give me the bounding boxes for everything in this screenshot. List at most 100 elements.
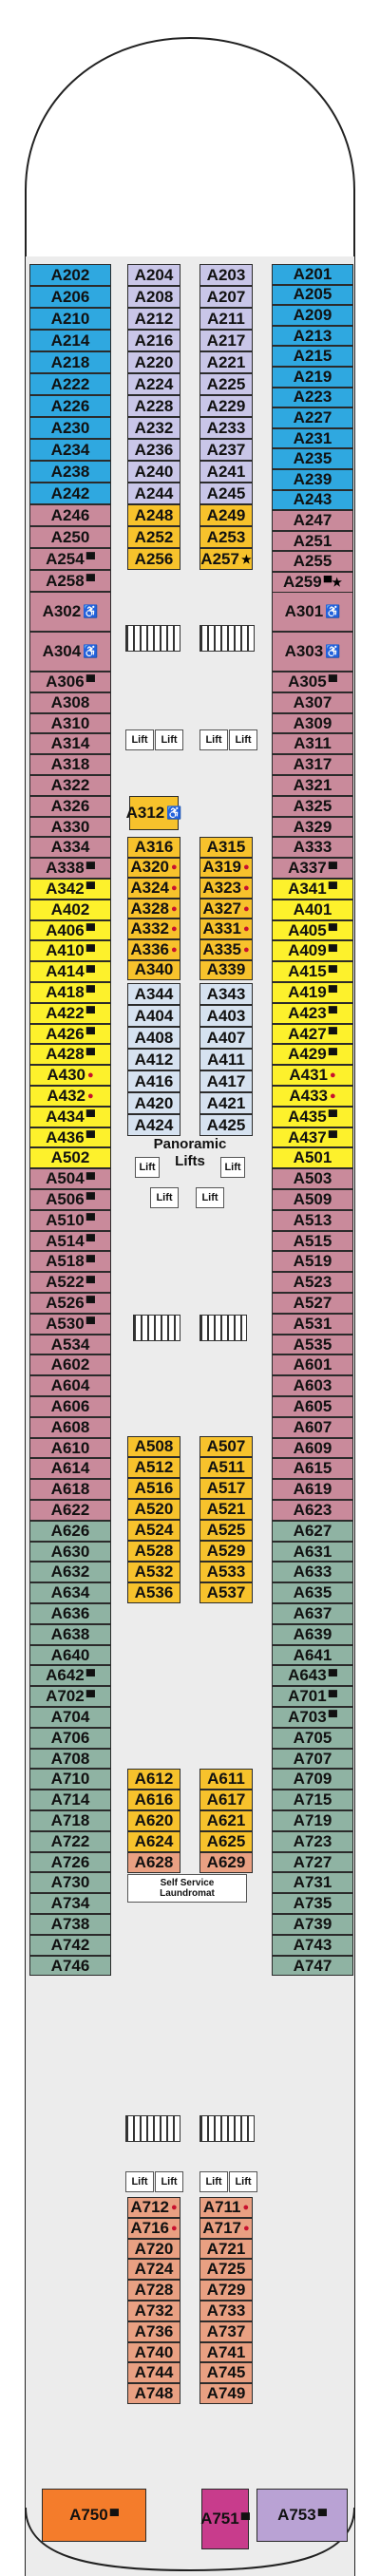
- cabin-a259[interactable]: A259▀★: [272, 572, 353, 593]
- cabin-a426[interactable]: A426▀: [29, 1023, 111, 1045]
- cabin-a334[interactable]: A334: [29, 837, 111, 859]
- cabin-a314[interactable]: A314: [29, 733, 111, 755]
- cabin-a641[interactable]: A641: [272, 1644, 353, 1666]
- cabin-a753[interactable]: A753▀: [256, 2489, 348, 2542]
- cabin-a213[interactable]: A213: [272, 325, 353, 347]
- cabin-a252[interactable]: A252: [127, 526, 180, 548]
- cabin-a626[interactable]: A626: [29, 1520, 111, 1542]
- cabin-a506[interactable]: A506▀: [29, 1189, 111, 1210]
- cabin-a325[interactable]: A325: [272, 795, 353, 817]
- cabin-a316[interactable]: A316: [127, 837, 180, 858]
- cabin-a244[interactable]: A244: [127, 483, 180, 504]
- cabin-a527[interactable]: A527: [272, 1293, 353, 1314]
- cabin-a617[interactable]: A617: [200, 1790, 253, 1810]
- cabin-a718[interactable]: A718: [29, 1810, 111, 1831]
- cabin-a711[interactable]: A711●: [200, 2197, 253, 2218]
- cabin-a735[interactable]: A735: [272, 1893, 353, 1914]
- cabin-a627[interactable]: A627: [272, 1520, 353, 1542]
- cabin-a727[interactable]: A727: [272, 1851, 353, 1873]
- cabin-a703[interactable]: A703▀: [272, 1707, 353, 1728]
- cabin-a232[interactable]: A232: [127, 417, 180, 439]
- cabin-a508[interactable]: A508: [127, 1436, 180, 1457]
- cabin-a253[interactable]: A253: [200, 526, 253, 548]
- cabin-a512[interactable]: A512: [127, 1457, 180, 1478]
- cabin-a643[interactable]: A643▀: [272, 1665, 353, 1687]
- cabin-a611[interactable]: A611: [200, 1769, 253, 1790]
- cabin-a424[interactable]: A424: [127, 1114, 180, 1136]
- cabin-a425[interactable]: A425: [200, 1114, 253, 1136]
- cabin-a303[interactable]: A303♿: [272, 632, 353, 672]
- cabin-a738[interactable]: A738: [29, 1914, 111, 1935]
- cabin-a433[interactable]: A433●: [272, 1086, 353, 1107]
- cabin-a230[interactable]: A230: [29, 417, 111, 439]
- cabin-a705[interactable]: A705: [272, 1727, 353, 1749]
- cabin-a741[interactable]: A741: [200, 2341, 253, 2363]
- cabin-a612[interactable]: A612: [127, 1769, 180, 1790]
- cabin-a715[interactable]: A715: [272, 1790, 353, 1810]
- cabin-a740[interactable]: A740: [127, 2341, 180, 2363]
- cabin-a228[interactable]: A228: [127, 395, 180, 417]
- cabin-a608[interactable]: A608: [29, 1416, 111, 1438]
- cabin-a517[interactable]: A517: [200, 1478, 253, 1499]
- cabin-a716[interactable]: A716●: [127, 2217, 180, 2239]
- cabin-a729[interactable]: A729: [200, 2280, 253, 2301]
- cabin-a250[interactable]: A250: [29, 526, 111, 548]
- cabin-a431[interactable]: A431●: [272, 1065, 353, 1086]
- cabin-a223[interactable]: A223: [272, 387, 353, 408]
- cabin-a638[interactable]: A638: [29, 1623, 111, 1645]
- cabin-a723[interactable]: A723: [272, 1830, 353, 1852]
- cabin-a736[interactable]: A736: [127, 2320, 180, 2342]
- cabin-a226[interactable]: A226: [29, 395, 111, 417]
- cabin-a501[interactable]: A501: [272, 1147, 353, 1169]
- cabin-a601[interactable]: A601: [272, 1354, 353, 1376]
- cabin-a609[interactable]: A609: [272, 1437, 353, 1459]
- cabin-a229[interactable]: A229: [200, 395, 253, 417]
- cabin-a255[interactable]: A255: [272, 551, 353, 572]
- cabin-a312[interactable]: A312♿: [126, 796, 181, 830]
- cabin-a317[interactable]: A317: [272, 754, 353, 775]
- cabin-a207[interactable]: A207: [200, 286, 253, 308]
- cabin-a343[interactable]: A343: [200, 983, 253, 1005]
- cabin-a430[interactable]: A430●: [29, 1065, 111, 1086]
- cabin-a726[interactable]: A726: [29, 1851, 111, 1873]
- cabin-a418[interactable]: A418▀: [29, 982, 111, 1003]
- cabin-a534[interactable]: A534: [29, 1334, 111, 1355]
- cabin-a751[interactable]: A751▀: [200, 2489, 250, 2549]
- cabin-a747[interactable]: A747: [272, 1955, 353, 1977]
- cabin-a242[interactable]: A242: [29, 483, 111, 504]
- cabin-a204[interactable]: A204: [127, 264, 180, 286]
- cabin-a714[interactable]: A714: [29, 1790, 111, 1810]
- cabin-a336[interactable]: A336●: [127, 939, 180, 960]
- cabin-a522[interactable]: A522▀: [29, 1272, 111, 1293]
- cabin-a311[interactable]: A311: [272, 733, 353, 755]
- cabin-a524[interactable]: A524: [127, 1520, 180, 1541]
- cabin-a310[interactable]: A310: [29, 712, 111, 734]
- cabin-a415[interactable]: A415▀: [272, 961, 353, 982]
- cabin-a406[interactable]: A406▀: [29, 919, 111, 941]
- cabin-a521[interactable]: A521: [200, 1499, 253, 1520]
- cabin-a337[interactable]: A337▀: [272, 858, 353, 879]
- cabin-a633[interactable]: A633: [272, 1562, 353, 1583]
- cabin-a326[interactable]: A326: [29, 795, 111, 817]
- cabin-a742[interactable]: A742: [29, 1934, 111, 1956]
- cabin-a256[interactable]: A256: [127, 548, 180, 570]
- cabin-a514[interactable]: A514▀: [29, 1230, 111, 1252]
- cabin-a510[interactable]: A510▀: [29, 1209, 111, 1231]
- cabin-a309[interactable]: A309: [272, 712, 353, 734]
- cabin-a218[interactable]: A218: [29, 351, 111, 373]
- cabin-a248[interactable]: A248: [127, 504, 180, 526]
- cabin-a208[interactable]: A208: [127, 286, 180, 308]
- cabin-a748[interactable]: A748: [127, 2383, 180, 2404]
- cabin-a414[interactable]: A414▀: [29, 961, 111, 982]
- cabin-a324[interactable]: A324●: [127, 878, 180, 899]
- cabin-a410[interactable]: A410▀: [29, 940, 111, 962]
- cabin-a731[interactable]: A731: [272, 1872, 353, 1894]
- cabin-a328[interactable]: A328●: [127, 898, 180, 919]
- cabin-a531[interactable]: A531: [272, 1313, 353, 1335]
- cabin-a739[interactable]: A739: [272, 1914, 353, 1935]
- cabin-a634[interactable]: A634: [29, 1582, 111, 1603]
- cabin-a318[interactable]: A318: [29, 754, 111, 775]
- cabin-a224[interactable]: A224: [127, 373, 180, 395]
- cabin-a227[interactable]: A227: [272, 407, 353, 428]
- cabin-a515[interactable]: A515: [272, 1230, 353, 1252]
